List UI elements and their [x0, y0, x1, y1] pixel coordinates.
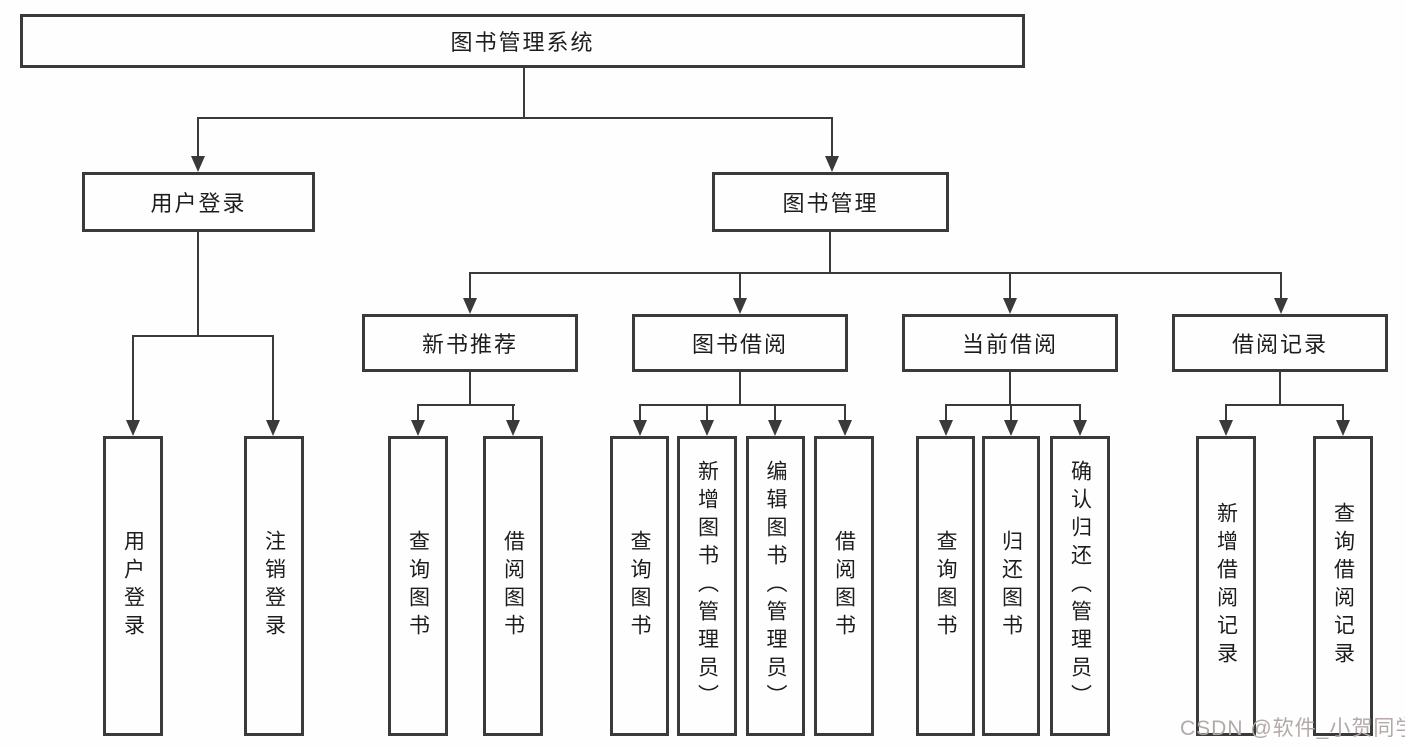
- node-current-borrowing: 当前借阅: [902, 314, 1118, 372]
- leaf-logout-label: 注销登录: [262, 530, 286, 642]
- leaf-add-book-admin-label: 新增图书（管理员）: [695, 460, 719, 712]
- node-book-management: 图书管理: [712, 172, 949, 232]
- connector-line: [639, 404, 846, 406]
- connector-line: [739, 372, 741, 406]
- connector-line: [512, 404, 514, 422]
- connector-line: [197, 117, 833, 119]
- node-book-management-label: 图书管理: [782, 191, 879, 216]
- connector-line: [774, 404, 776, 422]
- arrow-down-icon: [768, 420, 782, 436]
- arrow-down-icon: [939, 420, 953, 436]
- connector-line: [1280, 272, 1282, 299]
- leaf-user-login: 用户登录: [103, 436, 163, 736]
- node-book-borrowing: 图书借阅: [632, 314, 848, 372]
- connector-line: [1009, 272, 1011, 299]
- leaf-add-borrow-record-label: 新增借阅记录: [1214, 502, 1238, 670]
- connector-line: [469, 372, 471, 406]
- connector-line: [197, 117, 199, 158]
- connector-line: [1279, 372, 1281, 406]
- arrow-down-icon: [266, 420, 280, 436]
- arrow-down-icon: [126, 420, 140, 436]
- connector-line: [132, 335, 134, 421]
- node-borrowing-records-label: 借阅记录: [1231, 332, 1328, 357]
- node-root: 图书管理系统: [20, 14, 1025, 68]
- leaf-edit-book-admin-label: 编辑图书（管理员）: [764, 460, 787, 712]
- connector-line: [945, 404, 1081, 406]
- arrow-down-icon: [1004, 420, 1018, 436]
- leaf-edit-book-admin: 编辑图书（管理员）: [746, 436, 805, 736]
- connector-line: [1079, 404, 1081, 422]
- connector-line: [132, 335, 274, 337]
- node-book-borrowing-label: 图书借阅: [691, 332, 788, 357]
- leaf-return-book-label: 归还图书: [999, 530, 1023, 642]
- connector-line: [417, 404, 419, 422]
- arrow-down-icon: [633, 420, 647, 436]
- arrow-down-icon: [191, 156, 205, 172]
- arrow-down-icon: [1073, 420, 1087, 436]
- connector-line: [417, 404, 515, 406]
- connector-line: [831, 117, 833, 158]
- node-borrowing-records: 借阅记录: [1172, 314, 1388, 372]
- connector-line: [844, 404, 846, 422]
- connector-line: [945, 404, 947, 422]
- connector-line: [1225, 404, 1344, 406]
- leaf-query-book-1-label: 查询图书: [406, 530, 430, 642]
- leaf-query-book-2-label: 查询图书: [628, 530, 651, 642]
- leaf-logout: 注销登录: [244, 436, 304, 736]
- connector-line: [197, 232, 199, 337]
- leaf-query-book-2: 查询图书: [610, 436, 669, 736]
- leaf-confirm-return-admin-label: 确认归还（管理员）: [1068, 460, 1092, 712]
- node-new-book-recommendation: 新书推荐: [362, 314, 578, 372]
- arrow-down-icon: [463, 298, 477, 314]
- csdn-watermark: CSDN @软件_小贺同学: [1180, 717, 1405, 740]
- leaf-user-login-label: 用户登录: [121, 530, 145, 642]
- arrow-down-icon: [733, 298, 747, 314]
- leaf-add-borrow-record: 新增借阅记录: [1196, 436, 1256, 736]
- connector-line: [739, 272, 741, 299]
- connector-line: [829, 232, 831, 274]
- connector-line: [639, 404, 641, 422]
- connector-line: [523, 66, 525, 118]
- connector-line: [1342, 404, 1344, 422]
- leaf-query-borrow-record-label: 查询借阅记录: [1331, 502, 1355, 670]
- connector-line: [469, 272, 471, 299]
- leaf-query-book-1: 查询图书: [388, 436, 448, 736]
- leaf-add-book-admin: 新增图书（管理员）: [677, 436, 737, 736]
- arrow-down-icon: [825, 156, 839, 172]
- arrow-down-icon: [1219, 420, 1233, 436]
- connector-line: [1009, 372, 1011, 406]
- connector-line: [272, 335, 274, 421]
- leaf-borrow-book-1-label: 借阅图书: [501, 530, 525, 642]
- leaf-borrow-book-1: 借阅图书: [483, 436, 543, 736]
- connector-line: [1010, 404, 1012, 422]
- arrow-down-icon: [1003, 298, 1017, 314]
- node-user-login: 用户登录: [82, 172, 315, 232]
- leaf-borrow-book-2-label: 借阅图书: [832, 530, 856, 642]
- arrow-down-icon: [838, 420, 852, 436]
- node-new-book-recommendation-label: 新书推荐: [421, 332, 518, 357]
- arrow-down-icon: [411, 420, 425, 436]
- node-user-login-label: 用户登录: [150, 191, 247, 216]
- arrow-down-icon: [700, 420, 714, 436]
- leaf-query-book-3: 查询图书: [916, 436, 975, 736]
- leaf-query-borrow-record: 查询借阅记录: [1313, 436, 1373, 736]
- arrow-down-icon: [1336, 420, 1350, 436]
- connector-line: [706, 404, 708, 422]
- node-root-label: 图书管理系统: [450, 30, 595, 55]
- arrow-down-icon: [506, 420, 520, 436]
- connector-line: [1225, 404, 1227, 422]
- leaf-confirm-return-admin: 确认归还（管理员）: [1050, 436, 1110, 736]
- leaf-borrow-book-2: 借阅图书: [814, 436, 874, 736]
- leaf-return-book: 归还图书: [982, 436, 1040, 736]
- node-current-borrowing-label: 当前借阅: [961, 332, 1058, 357]
- arrow-down-icon: [1274, 298, 1288, 314]
- leaf-query-book-3-label: 查询图书: [934, 530, 957, 642]
- connector-line: [469, 272, 1282, 274]
